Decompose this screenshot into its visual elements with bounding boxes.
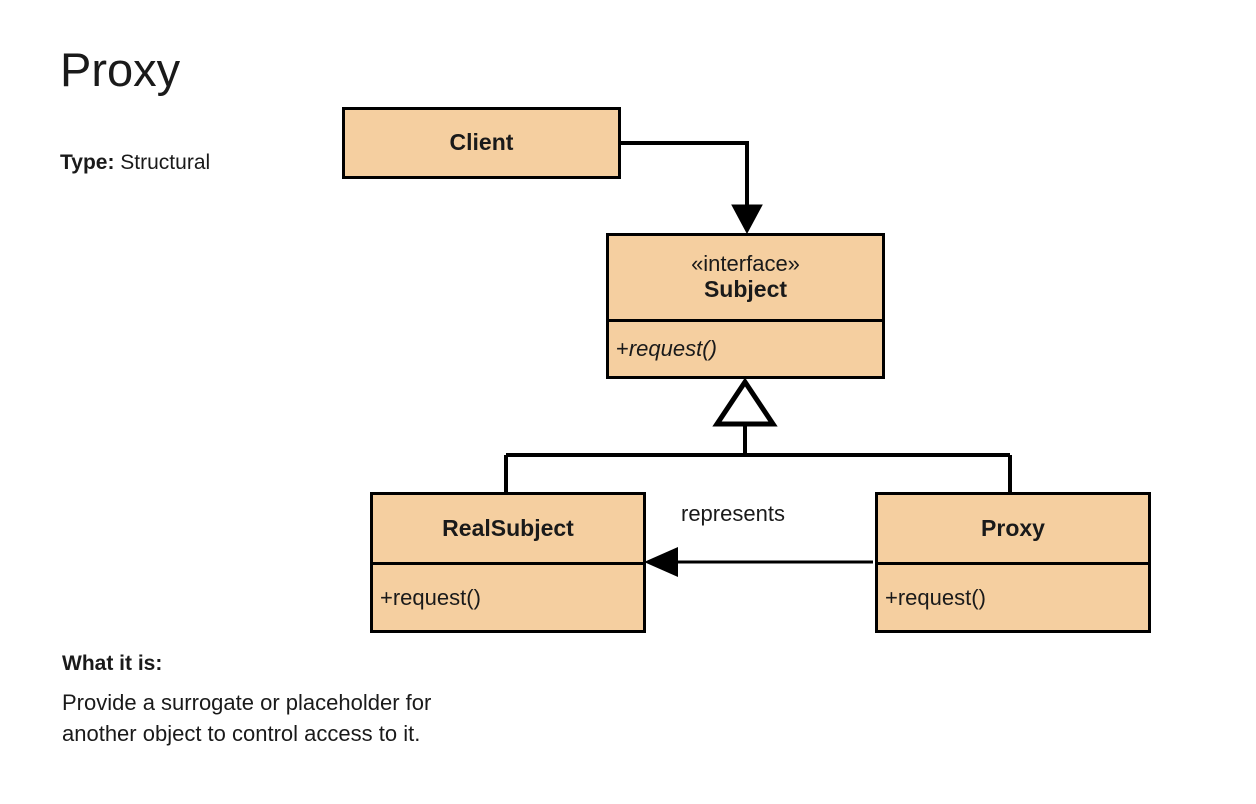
class-stereotype: «interface»	[691, 251, 800, 277]
class-header: Proxy	[878, 495, 1148, 562]
operation-item: +request()	[878, 584, 1148, 612]
uml-class-client[interactable]: Client	[342, 107, 621, 179]
class-header: Client	[345, 110, 618, 176]
class-operations: +request()	[373, 562, 643, 630]
operation-item: +request()	[609, 335, 882, 363]
connector-generalization-tree	[504, 377, 1012, 494]
class-name: Subject	[703, 276, 788, 303]
pattern-type-line: Type: Structural	[60, 150, 210, 176]
operation-signature: request()	[897, 584, 986, 610]
operation-signature: request()	[392, 584, 481, 610]
uml-interface-subject[interactable]: «interface» Subject +request()	[606, 233, 885, 379]
description-heading: What it is:	[62, 652, 163, 675]
class-name: RealSubject	[442, 514, 574, 541]
operation-visibility: +	[380, 584, 393, 610]
class-operations: +request()	[878, 562, 1148, 630]
class-operations: +request()	[609, 319, 882, 376]
description-line-1: Provide a surrogate or placeholder for	[62, 690, 432, 715]
page-title: Proxy	[60, 43, 181, 96]
uml-class-realsubject[interactable]: RealSubject +request()	[370, 492, 646, 633]
pattern-type-value: Structural	[120, 151, 211, 174]
connector-label-represents: represents	[681, 501, 785, 526]
pattern-type-label: Type:	[60, 151, 115, 174]
description-line-2: another object to control access to it.	[62, 721, 421, 747]
class-name: Proxy	[981, 514, 1045, 541]
class-name: Client	[449, 129, 514, 156]
uml-class-proxy[interactable]: Proxy +request()	[875, 492, 1151, 633]
operation-visibility: +	[885, 584, 898, 610]
class-header: RealSubject	[373, 495, 643, 562]
operation-signature: request()	[628, 336, 717, 362]
description-body: Provide a surrogate or placeholder for a…	[62, 687, 431, 749]
connector-client-to-subject	[621, 141, 763, 235]
connector-proxy-represents-realsubject	[644, 547, 873, 577]
operation-item: +request()	[373, 584, 643, 612]
operation-visibility: +	[616, 336, 629, 362]
class-header: «interface» Subject	[609, 236, 882, 319]
